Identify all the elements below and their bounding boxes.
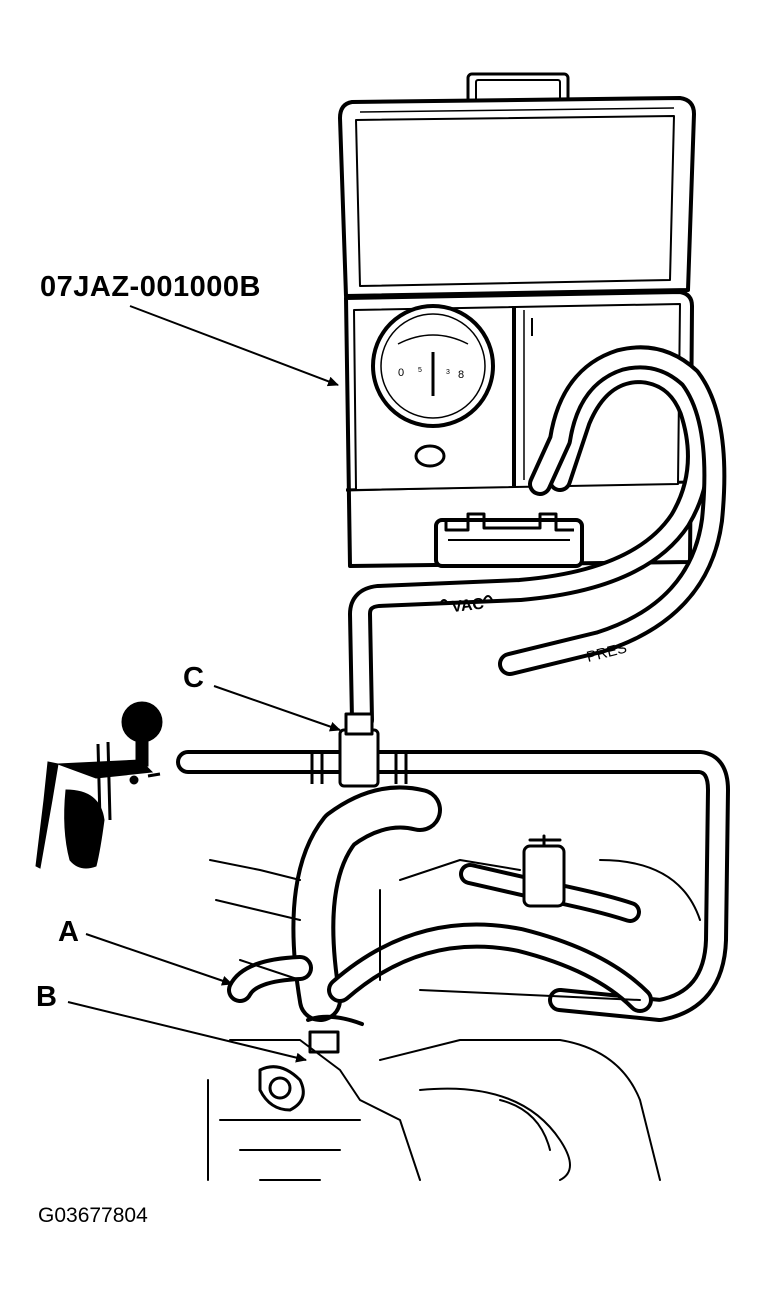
svg-text:3: 3	[446, 369, 450, 376]
leader-b	[67, 1001, 307, 1063]
leader-a	[85, 933, 233, 986]
hoses: VAC PRES	[348, 345, 727, 732]
leader-c	[213, 685, 341, 732]
t-joint-c	[176, 712, 730, 1022]
leader-lines	[67, 305, 341, 1063]
vac-hose-label: VAC	[451, 596, 486, 616]
svg-text:8: 8	[458, 369, 464, 381]
tester-case: 0 8 5 3	[338, 72, 696, 568]
tool-part-number-label: 07JAZ-001000B	[40, 271, 261, 303]
callout-a-label: A	[58, 916, 79, 948]
engine-area	[207, 785, 701, 1181]
knob-icon	[414, 444, 446, 468]
callout-b-label: B	[36, 981, 57, 1013]
gauge-icon: 0 8 5 3	[371, 304, 495, 428]
hand-pump-icon	[35, 701, 163, 869]
leader-tool	[129, 305, 339, 387]
svg-text:0: 0	[398, 367, 404, 379]
callout-c-label: C	[183, 662, 204, 694]
svg-text:5: 5	[418, 367, 422, 374]
case-lid	[338, 72, 696, 298]
figure-id: G03677804	[38, 1204, 148, 1227]
